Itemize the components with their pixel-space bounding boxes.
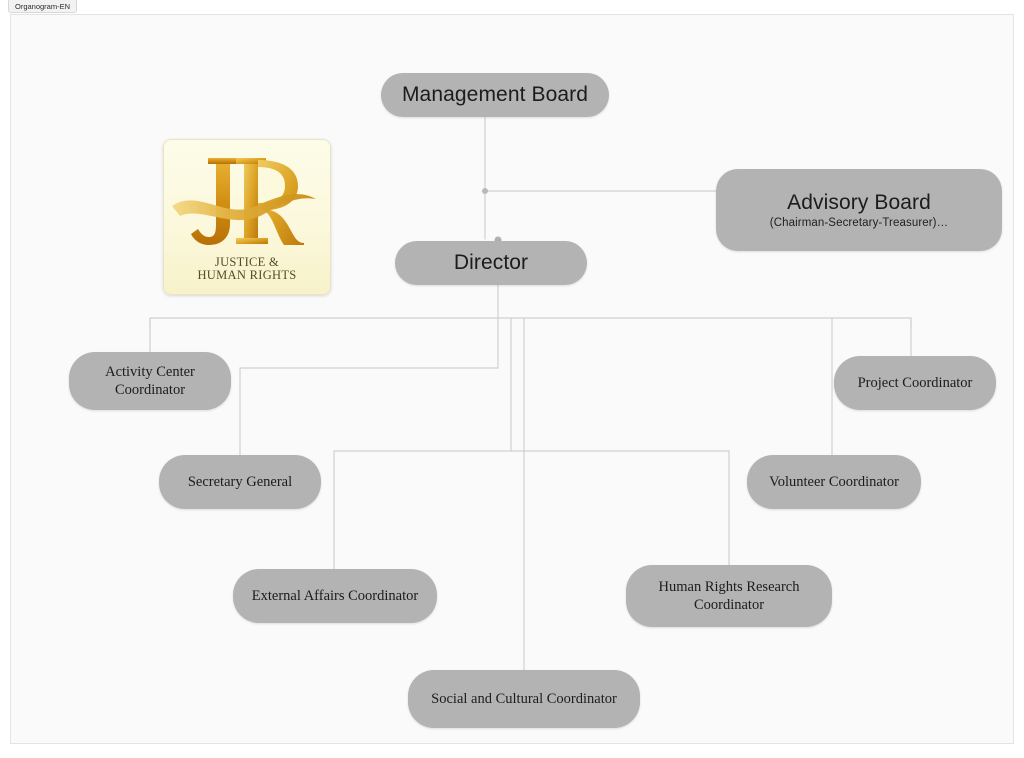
diagram-canvas[interactable]: JUSTICE & HUMAN RIGHTS Management Board …: [10, 14, 1014, 744]
tab-organogram-en[interactable]: Organogram-EN: [8, 0, 78, 13]
logo-wordmark-line1: JUSTICE &: [214, 255, 280, 269]
node-social-and-cultural-coordinator-label: Social and Cultural Coordinator: [431, 690, 617, 707]
node-advisory-board-label: Advisory Board: [787, 191, 931, 214]
node-advisory-board-sublabel: (Chairman-Secretary-Treasurer)…: [769, 217, 949, 229]
node-secretary-general[interactable]: Secretary General: [159, 455, 321, 509]
junction-dot-advisory: [482, 188, 488, 194]
node-external-affairs-coordinator[interactable]: External Affairs Coordinator: [233, 569, 437, 623]
edge-director-to-external-affairs: [333, 317, 512, 570]
node-management-board-label: Management Board: [401, 83, 589, 106]
organization-logo: JUSTICE & HUMAN RIGHTS: [163, 139, 331, 295]
jr-monogram-icon: [172, 158, 316, 245]
node-management-board[interactable]: Management Board: [381, 73, 609, 117]
logo-wordmark-line2: HUMAN RIGHTS: [197, 268, 297, 282]
node-secretary-general-label: Secretary General: [187, 473, 293, 490]
node-volunteer-coordinator-label: Volunteer Coordinator: [769, 473, 899, 490]
node-social-and-cultural-coordinator[interactable]: Social and Cultural Coordinator: [408, 670, 640, 728]
edge-bus-main: [149, 317, 912, 329]
node-project-coordinator-label: Project Coordinator: [857, 374, 973, 391]
edge-director-to-secretary-general: [239, 317, 499, 456]
node-volunteer-coordinator[interactable]: Volunteer Coordinator: [747, 455, 921, 509]
node-director[interactable]: Director: [395, 241, 587, 285]
node-external-affairs-coordinator-label: External Affairs Coordinator: [251, 587, 419, 604]
node-advisory-board[interactable]: Advisory Board (Chairman-Secretary-Treas…: [716, 169, 1002, 251]
logo-wordmark: JUSTICE & HUMAN RIGHTS: [164, 256, 330, 282]
tab-strip: Organogram-EN: [0, 0, 1024, 14]
node-director-label: Director: [453, 251, 529, 274]
node-project-coordinator[interactable]: Project Coordinator: [834, 356, 996, 410]
edge-director-to-human-rights-research: [510, 450, 730, 566]
